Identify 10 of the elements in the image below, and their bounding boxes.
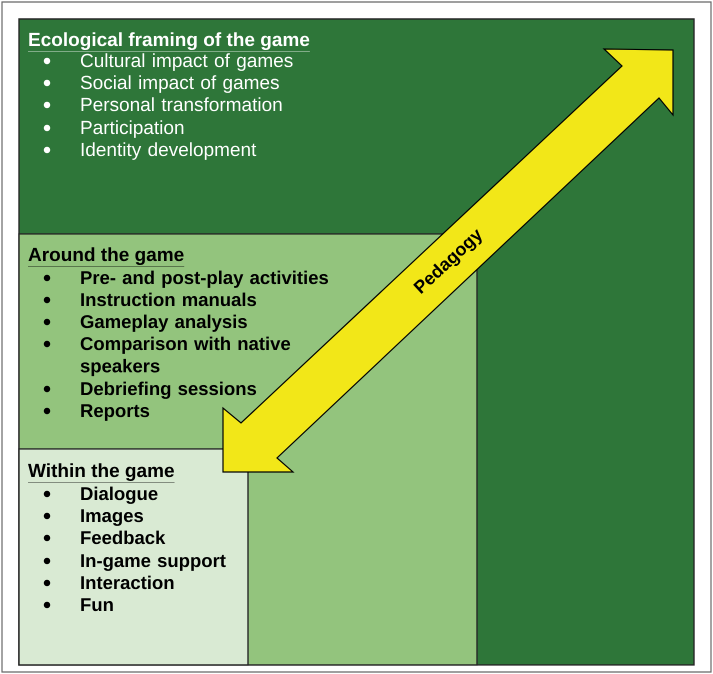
bullet-item: Reports (44, 404, 150, 421)
bullet-item: In-game support (44, 554, 226, 571)
heading: Within the game (28, 463, 175, 483)
bullet-item: Feedback (44, 530, 166, 544)
bullet-item: Dialogue (44, 486, 158, 504)
bullet-item: Participation (44, 120, 184, 138)
bullet-item: Images (44, 509, 143, 526)
heading: Around the game (28, 247, 184, 267)
bullet-item: Interaction (44, 576, 174, 590)
bullet-item: Fun (44, 598, 113, 612)
